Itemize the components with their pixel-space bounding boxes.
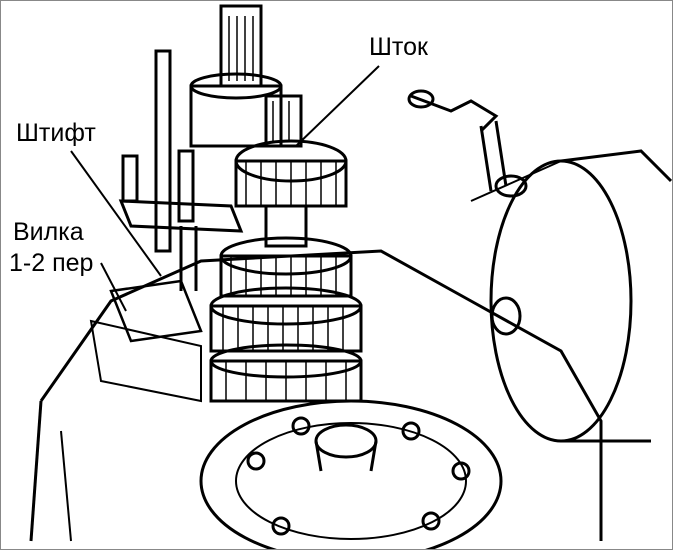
label-rod: Шток (369, 33, 428, 61)
pin-leader-line (70, 150, 162, 277)
rod-leader-line (295, 65, 380, 147)
clutch-housing (470, 149, 672, 443)
bearing-plate (199, 399, 503, 549)
transmission-housing (29, 249, 603, 542)
label-fork-gear: 1-2 пер (9, 249, 94, 277)
label-pin: Штифт (16, 119, 96, 147)
label-fork: Вилка (13, 218, 84, 246)
shift-rods (89, 49, 244, 403)
fork-leader-line (100, 262, 127, 312)
leader-lines (70, 65, 380, 312)
gear-stack (209, 139, 363, 403)
main-shaft (189, 4, 303, 148)
shift-lever (407, 89, 528, 198)
